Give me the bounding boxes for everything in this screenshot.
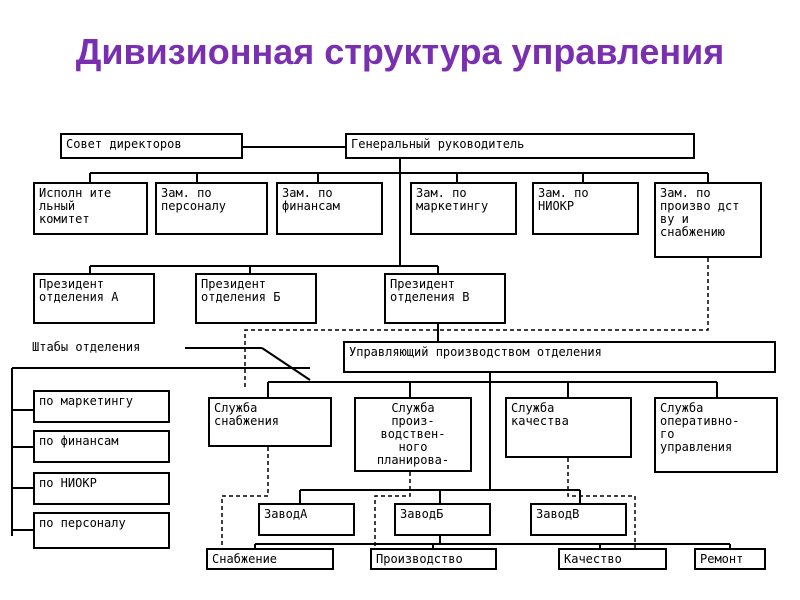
president-division-b-box: Президент отделения Б	[195, 273, 317, 324]
quality-department-box: Качество	[558, 548, 667, 570]
deputy-marketing-box: Зам. по маркетингу	[410, 182, 517, 235]
production-department-box: Производство	[370, 548, 497, 570]
plant-a-box: ЗаводА	[258, 503, 355, 536]
staff-rnd-box: по НИОКР	[33, 472, 170, 505]
president-division-a-box: Президент отделения А	[33, 273, 155, 324]
division-production-manager-box: Управляющий производством отделения	[343, 341, 776, 373]
deputy-production-box: Зам. по произво дст ву и снабжению	[654, 182, 762, 258]
plant-v-box: ЗаводВ	[530, 503, 627, 536]
general-manager-box: Генеральный руководитель	[345, 133, 695, 159]
quality-service-box: Служба качества	[505, 397, 632, 458]
division-staff-heading: Штабы отделения	[32, 340, 141, 354]
deputy-rnd-box: Зам. по НИОКР	[532, 182, 639, 235]
supply-service-box: Служба снабжения	[208, 397, 332, 447]
president-division-v-box: Президент отделения В	[384, 273, 506, 324]
planning-service-box: Служба произ- водствен- ного планирова- …	[354, 397, 472, 472]
deputy-finance-box: Зам. по финансам	[276, 182, 383, 235]
staff-marketing-box: по маркетингу	[33, 390, 170, 423]
staff-finance-box: по финансам	[33, 430, 170, 463]
repair-department-box: Ремонт	[694, 548, 766, 570]
plant-b-box: ЗаводБ	[394, 503, 491, 536]
staff-personnel-box: по персоналу	[33, 512, 170, 549]
supply-department-box: Снабжение	[206, 548, 334, 570]
executive-committee-box: Исполн ите льный комитет	[33, 182, 148, 235]
board-of-directors-box: Совет директоров	[60, 133, 243, 159]
page-title: Дивизионная структура управления	[75, 31, 725, 72]
operative-management-service-box: Служба оперативно- го управления	[654, 397, 778, 473]
deputy-personnel-box: Зам. по персоналу	[155, 182, 268, 235]
